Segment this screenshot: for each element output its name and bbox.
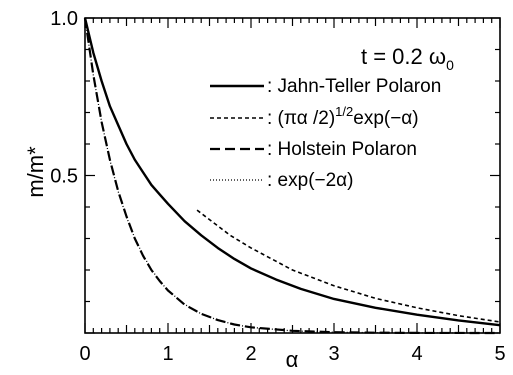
y-tick-label: 1.0 xyxy=(50,8,78,30)
x-tick-label: 3 xyxy=(328,343,339,365)
annotation-subscript: 0 xyxy=(446,57,454,73)
axis-tick-labels: 0 1 2 3 4 5 0.5 1.0 xyxy=(50,8,505,365)
legend-label-2: : Holstein Polaron xyxy=(267,139,417,160)
y-tick-label: 0.5 xyxy=(50,166,78,188)
x-tick-label: 4 xyxy=(411,343,422,365)
legend-label-1: : (πα /2)1/2exp(−α) xyxy=(267,104,419,129)
legend-label-3: : exp(−2α) xyxy=(267,170,354,191)
x-tick-label: 2 xyxy=(245,343,256,365)
series-lines xyxy=(83,17,501,335)
x-tick-label: 5 xyxy=(494,343,505,365)
series-line-1 xyxy=(196,209,501,323)
x-tick-label: 1 xyxy=(162,343,173,365)
legend-label-0: : Jahn-Teller Polaron xyxy=(267,76,441,97)
series-line-0 xyxy=(83,17,501,327)
legend: : Jahn-Teller Polaron : (πα /2)1/2exp(−α)… xyxy=(210,76,441,191)
axis-ticks xyxy=(84,17,501,334)
temperature-annotation: t = 0.2 ω0 xyxy=(361,44,454,73)
x-tick-label: 0 xyxy=(79,343,90,365)
annotation-main: t = 0.2 ω xyxy=(361,44,446,69)
x-axis-title: α xyxy=(286,347,299,372)
y-axis-title: m/m* xyxy=(23,146,48,198)
series-line-3 xyxy=(84,17,501,334)
